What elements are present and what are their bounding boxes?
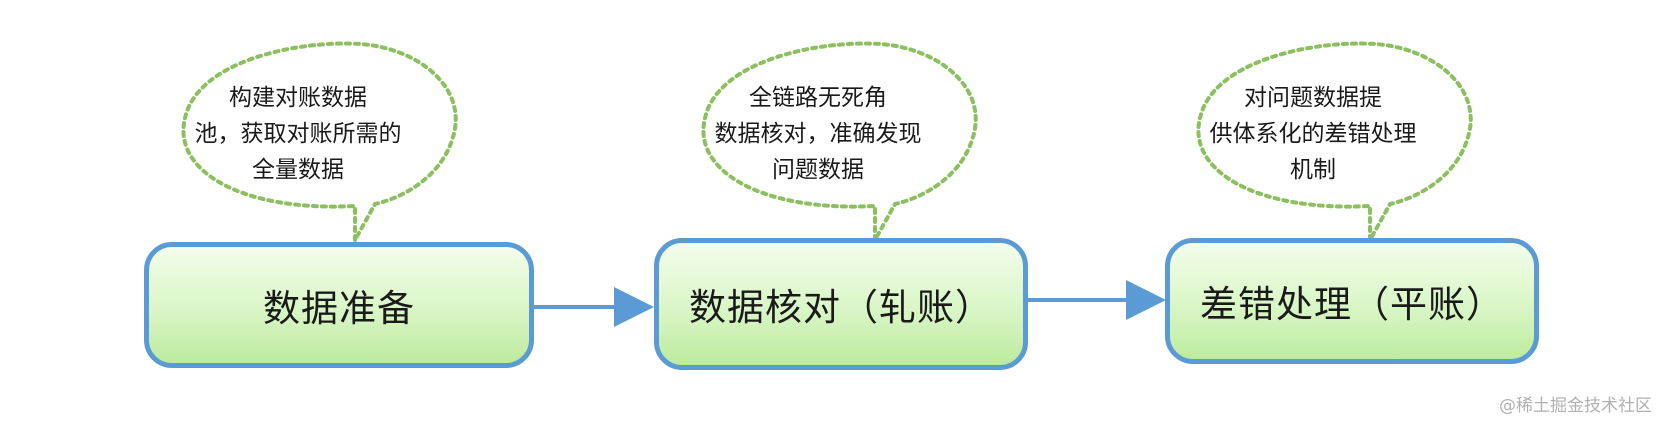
callout-line: 构建对账数据 (229, 85, 367, 111)
callout-line: 机制 (1290, 157, 1336, 183)
callout-line: 全量数据 (252, 157, 344, 183)
watermark: @稀土掘金技术社区 (1499, 396, 1652, 416)
stage-label: 数据核对（轧账） (689, 286, 993, 329)
stage-label: 差错处理（平账） (1200, 283, 1504, 326)
stage-label: 数据准备 (263, 287, 415, 330)
callout-bubble-3 (1196, 41, 1473, 248)
callout-bubble-2 (701, 41, 978, 248)
stage-box-error-handling: 差错处理（平账） (1165, 238, 1539, 364)
callout-text-2: 全链路无死角 数据核对，准确发现 问题数据 (688, 80, 948, 188)
stage-box-data-reconciliation: 数据核对（轧账） (654, 238, 1028, 370)
callout-line: 对问题数据提 (1244, 85, 1382, 111)
callout-line: 供体系化的差错处理 (1209, 121, 1417, 147)
callout-bubble-1 (181, 41, 458, 248)
stage-box-data-preparation: 数据准备 (144, 242, 534, 368)
callout-text-1: 构建对账数据 池，获取对账所需的 全量数据 (168, 80, 428, 188)
callout-line: 全链路无死角 (749, 85, 887, 111)
callout-line: 池，获取对账所需的 (194, 121, 402, 147)
callout-line: 问题数据 (772, 157, 864, 183)
callout-text-3: 对问题数据提 供体系化的差错处理 机制 (1183, 80, 1443, 188)
callout-line: 数据核对，准确发现 (714, 121, 922, 147)
